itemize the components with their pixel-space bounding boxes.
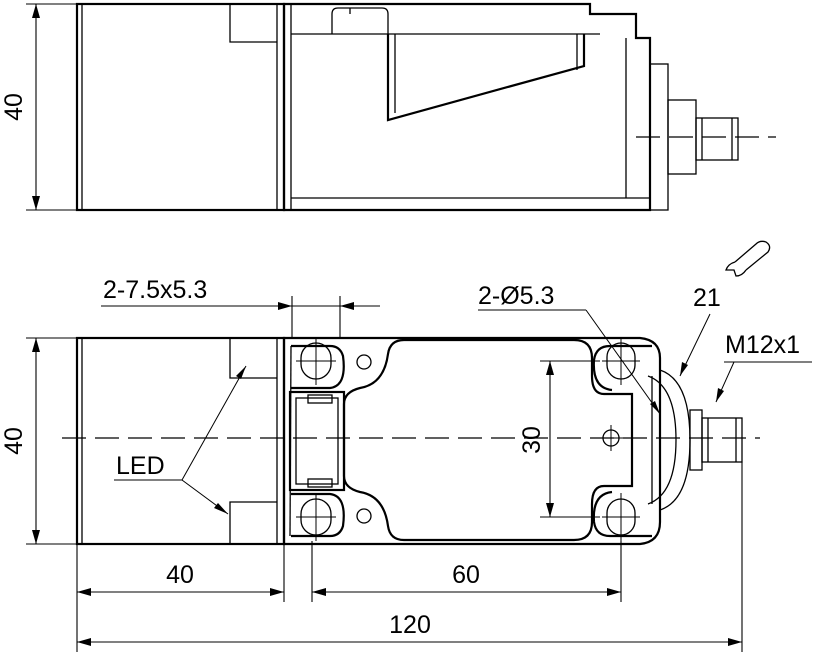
dim-hole-spacing-h xyxy=(311,541,622,602)
wrench-label: 21 xyxy=(693,284,721,312)
mount-hole-bottom xyxy=(602,493,640,541)
mount-hole-top xyxy=(602,337,640,385)
hole-spacing-h-label: 60 xyxy=(452,561,480,589)
led-label: LED xyxy=(116,452,165,480)
leader-holes xyxy=(478,309,661,415)
holes-label: 2-Ø5.3 xyxy=(478,282,554,310)
slot-hole-top xyxy=(296,337,336,385)
thread-label: M12x1 xyxy=(725,331,800,359)
hole-spacing-v-label: 30 xyxy=(518,426,546,454)
total-length-label: 120 xyxy=(389,611,431,639)
front-view xyxy=(62,336,760,546)
dim-total-length xyxy=(77,462,743,652)
front-housing xyxy=(282,336,662,546)
top-height-label: 40 xyxy=(0,93,28,121)
led-window xyxy=(386,34,586,122)
front-sensing-head xyxy=(75,336,286,546)
leader-wrench xyxy=(679,313,711,377)
small-hole-bottom xyxy=(356,508,372,524)
slot-label: 2-7.5x5.3 xyxy=(103,276,207,304)
dim-top-height xyxy=(26,3,77,211)
front-height-label: 40 xyxy=(0,427,28,455)
dim-hole-spacing-v xyxy=(540,360,600,518)
head-length-label: 40 xyxy=(166,561,194,589)
connector-thread xyxy=(701,417,743,463)
dim-front-height xyxy=(26,337,77,545)
dim-head-length xyxy=(76,544,285,652)
dim-slot xyxy=(101,296,380,338)
slot-hole-bottom xyxy=(296,493,336,541)
connector-nut xyxy=(659,369,691,511)
leader-led xyxy=(114,365,247,515)
top-housing xyxy=(282,2,652,212)
leader-thread xyxy=(715,361,812,403)
top-view xyxy=(75,2,776,212)
connector-window xyxy=(288,390,346,492)
top-sensing-head xyxy=(75,2,286,212)
small-hole-top xyxy=(356,354,372,370)
inner-plate xyxy=(342,338,634,542)
wrench-icon xyxy=(725,240,771,277)
